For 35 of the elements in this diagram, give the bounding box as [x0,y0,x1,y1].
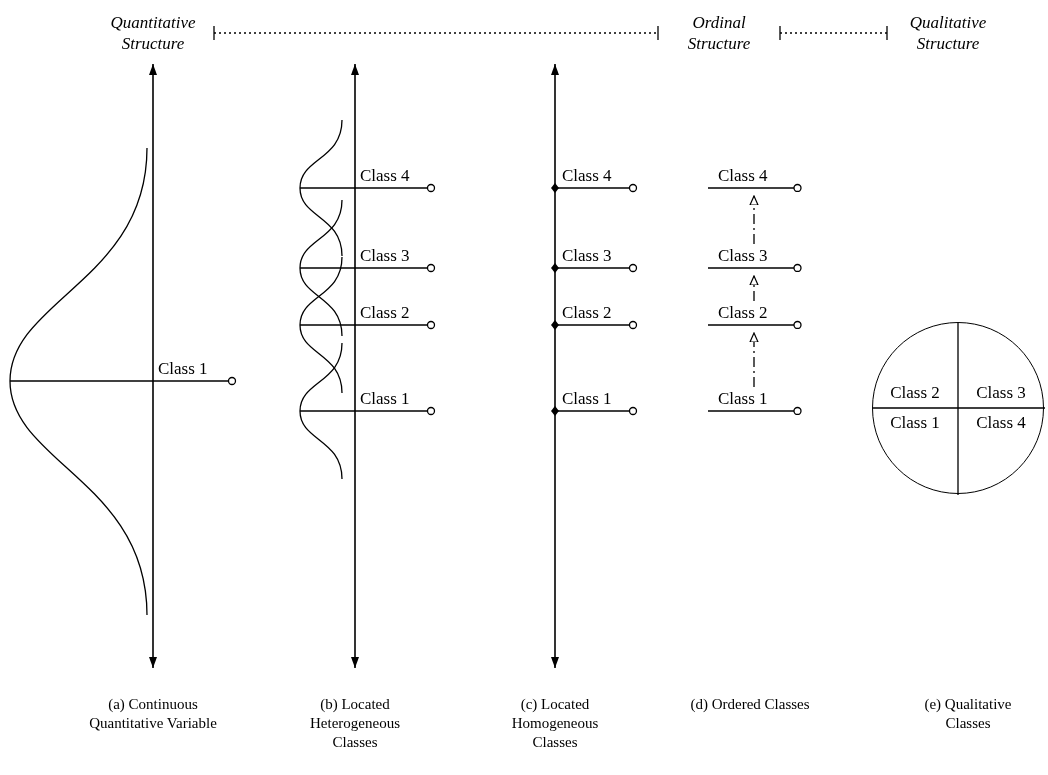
class-label: Class 1 [158,359,208,379]
class-label: Class 4 [718,166,768,186]
class-label: Class 3 [360,246,410,266]
range-connector [213,25,659,41]
class-label: Class 1 [889,413,941,433]
class-label: Class 4 [360,166,410,186]
panel-caption: (d) Ordered Classes [689,695,811,714]
class-label: Class 3 [562,246,612,266]
structure-heading: Qualitative Structure [893,12,1003,54]
panel-caption: (e) Qualitative Classes [923,695,1013,733]
class-label: Class 4 [975,413,1027,433]
class-label: Class 2 [889,383,941,403]
class-label: Class 2 [360,303,410,323]
panel-caption: (c) Located Homogeneous Classes [510,695,600,752]
order-arrow [749,332,759,388]
structure-heading: Ordinal Structure [664,12,774,54]
class-marker [708,389,802,415]
class-label: Class 1 [562,389,612,409]
class-marker [708,166,802,192]
class-label: Class 2 [562,303,612,323]
class-marker [708,246,802,272]
panel-caption: (b) Located Heterogeneous Classes [309,695,401,752]
range-connector [779,25,888,41]
class-marker [708,303,802,329]
structure-heading: Quantitative Structure [98,12,208,54]
class-label: Class 3 [975,383,1027,403]
qualitative-circle [872,322,1044,494]
class-label: Class 4 [562,166,612,186]
order-arrow [749,275,759,302]
class-label: Class 3 [718,246,768,266]
class-label: Class 1 [360,389,410,409]
class-label: Class 1 [718,389,768,409]
class-label: Class 2 [718,303,768,323]
panel-caption: (a) Continuous Quantitative Variable [88,695,218,733]
order-arrow [749,195,759,245]
